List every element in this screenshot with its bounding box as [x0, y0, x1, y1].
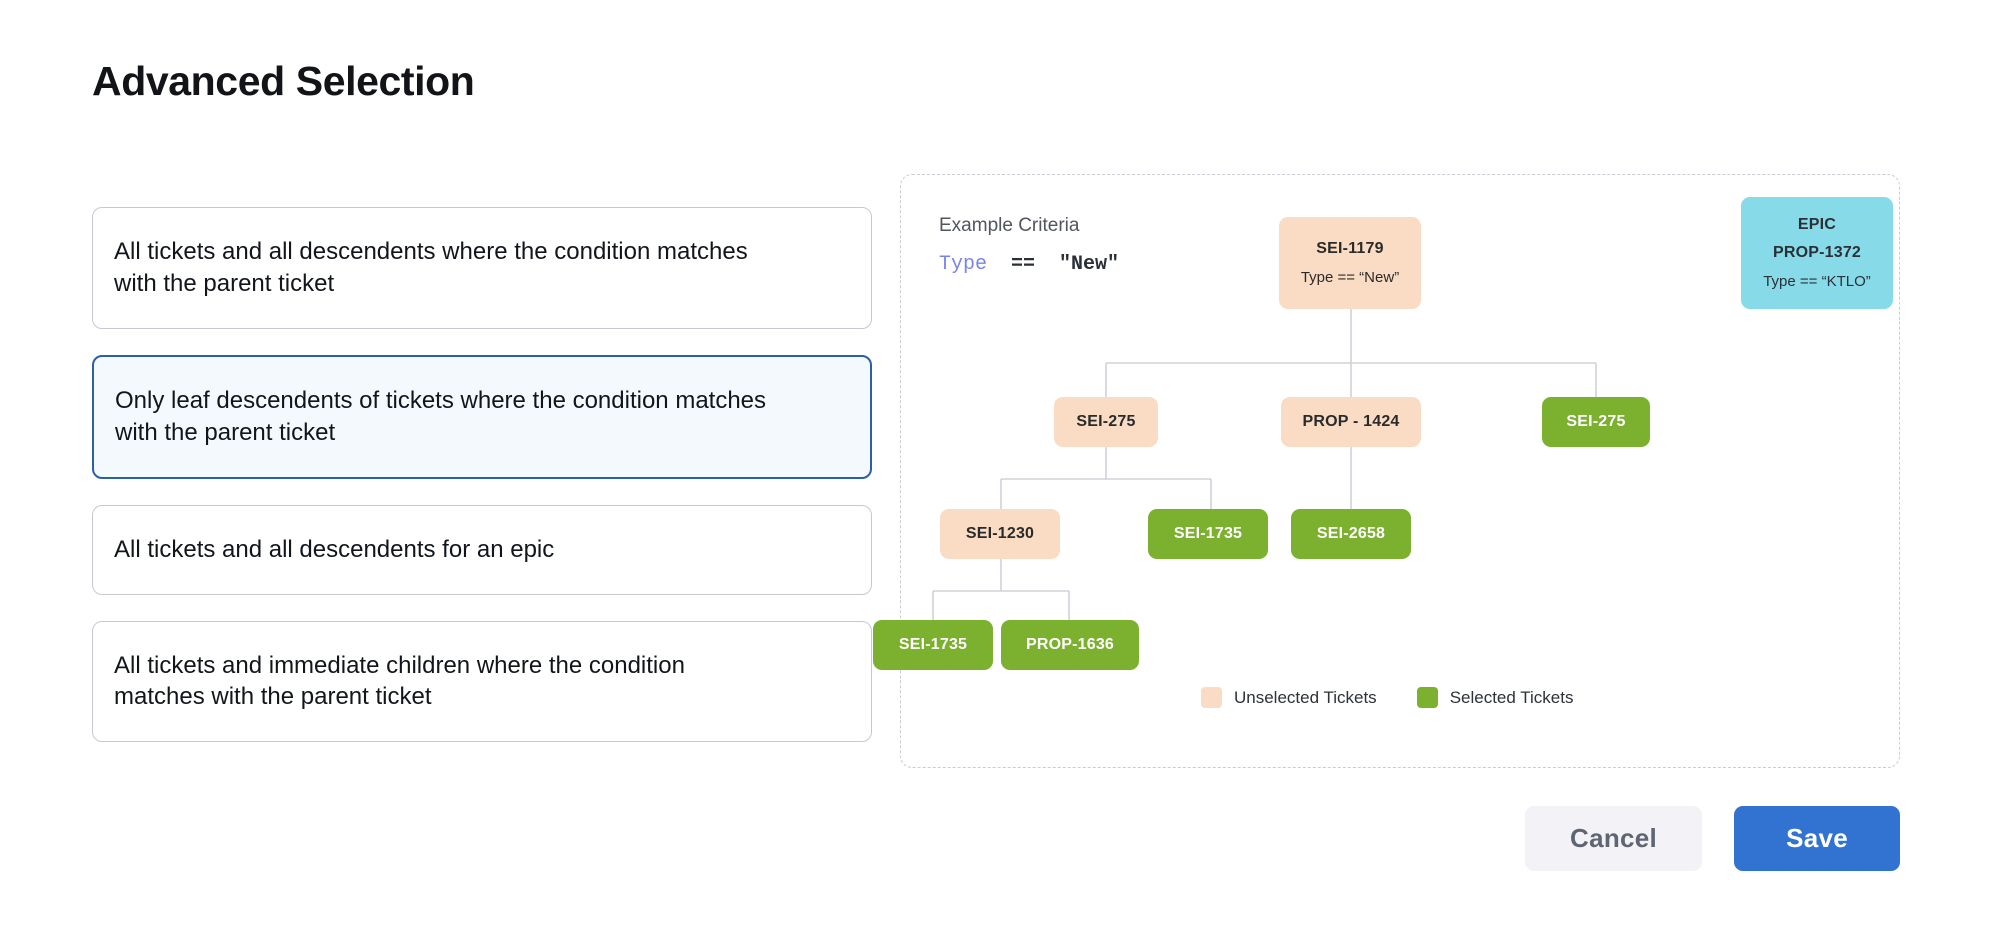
option-card-leaf-descendents[interactable]: Only leaf descendents of tickets where t… — [92, 354, 872, 479]
ticket-node-sei-1179[interactable]: SEI-1179 Type == “New” — [1279, 217, 1421, 309]
ticket-condition: Type == “KTLO” — [1763, 273, 1871, 290]
criteria-operator-value: == "New" — [987, 253, 1120, 276]
ticket-id: PROP-1636 — [1025, 636, 1115, 653]
ticket-node-sei-1735-b[interactable]: SEI-1735 — [873, 620, 993, 670]
ticket-node-sei-2658[interactable]: SEI-2658 — [1291, 509, 1411, 559]
epic-kind: EPIC — [1797, 216, 1837, 233]
ticket-id: SEI-1179 — [1316, 240, 1384, 257]
option-label: Only leaf descendents of tickets where t… — [115, 386, 767, 446]
ticket-id: SEI-275 — [1566, 413, 1626, 430]
legend-item-selected: Selected Tickets — [1416, 687, 1574, 708]
legend-swatch-selected — [1416, 687, 1438, 708]
option-label: All tickets and all descendents where th… — [114, 238, 748, 297]
option-list: All tickets and all descendents where th… — [92, 207, 872, 743]
option-card-immediate-children[interactable]: All tickets and immediate children where… — [92, 620, 872, 743]
legend-label: Selected Tickets — [1449, 687, 1574, 707]
ticket-id: PROP - 1424 — [1302, 413, 1400, 430]
option-card-all-descendents[interactable]: All tickets and all descendents where th… — [92, 207, 872, 329]
cancel-button[interactable]: Cancel — [1525, 806, 1703, 871]
page-title: Advanced Selection — [92, 58, 475, 104]
ticket-id: SEI-275 — [1076, 413, 1136, 430]
criteria-label: Example Criteria — [939, 215, 1080, 236]
ticket-id: SEI-1735 — [898, 636, 968, 653]
ticket-node-prop-1636[interactable]: PROP-1636 — [1001, 620, 1139, 670]
ticket-id: SEI-2658 — [1316, 525, 1386, 542]
ticket-node-sei-275-b[interactable]: SEI-275 — [1542, 397, 1650, 447]
option-card-epic-descendents[interactable]: All tickets and all descendents for an e… — [92, 504, 872, 595]
dialog-footer: Cancel Save — [0, 806, 1900, 871]
ticket-tree: SEI-1179 Type == “New” EPIC PROP-1372 Ty… — [873, 175, 1899, 767]
option-label: All tickets and all descendents for an e… — [114, 535, 555, 563]
criteria-keyword: Type — [939, 253, 988, 276]
legend-label: Unselected Tickets — [1234, 687, 1377, 707]
example-diagram-panel: Example Criteria Type == "New" — [873, 174, 1900, 768]
tree-connectors — [932, 309, 1597, 620]
ticket-node-sei-1230[interactable]: SEI-1230 — [940, 509, 1060, 559]
legend-swatch-unselected — [1201, 687, 1222, 708]
ticket-node-sei-1735-a[interactable]: SEI-1735 — [1148, 509, 1268, 559]
ticket-id: SEI-1735 — [1173, 525, 1243, 542]
save-button[interactable]: Save — [1734, 806, 1900, 871]
ticket-id: SEI-1230 — [965, 525, 1035, 542]
ticket-condition: Type == “New” — [1300, 269, 1400, 286]
option-label: All tickets and immediate children where… — [114, 651, 685, 711]
diagram-legend: Unselected Tickets Selected Tickets — [1201, 687, 1573, 708]
ticket-id: PROP-1372 — [1772, 244, 1862, 261]
ticket-node-sei-275-a[interactable]: SEI-275 — [1054, 397, 1158, 447]
criteria-expression: Type == "New" — [939, 253, 1119, 276]
ticket-node-prop-1424[interactable]: PROP - 1424 — [1281, 397, 1421, 447]
legend-item-unselected: Unselected Tickets — [1201, 687, 1377, 708]
ticket-node-epic-prop-1372[interactable]: EPIC PROP-1372 Type == “KTLO” — [1741, 197, 1893, 309]
